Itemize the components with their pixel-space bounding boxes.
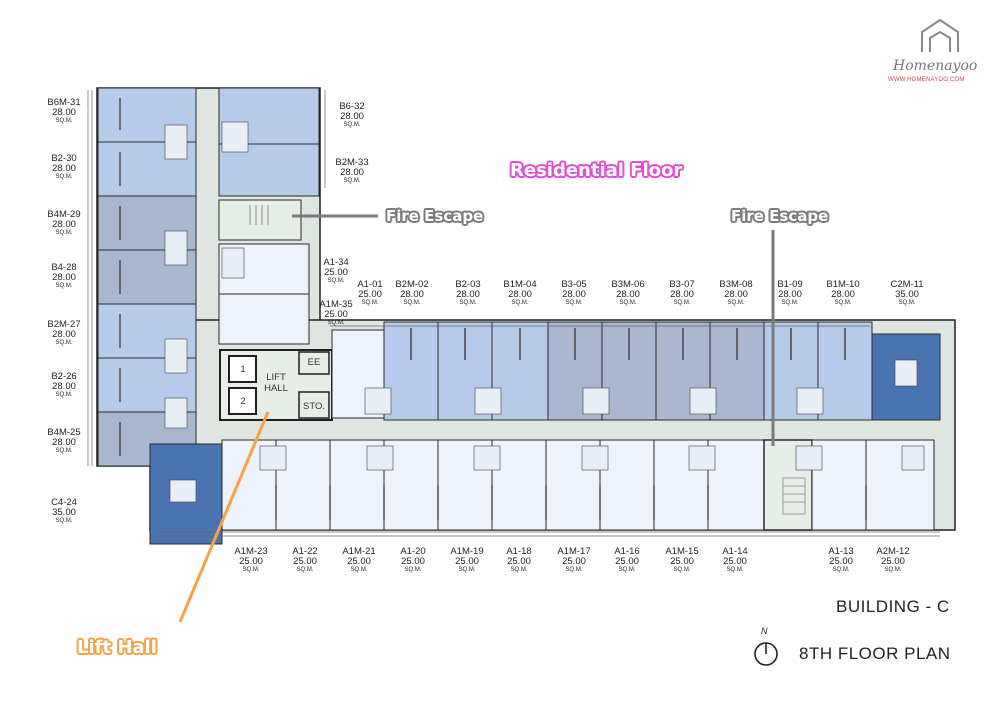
residential-floor-tag: Residential Floor (510, 160, 683, 181)
storage-room-label: STO. (303, 401, 325, 412)
bottom-units (221, 439, 935, 531)
lift-hall-tag: Lift Hall (77, 637, 157, 658)
building-title: BUILDING - C (836, 597, 950, 616)
lift-2-label: 2 (240, 396, 246, 407)
ee-room-label: EE (307, 357, 321, 368)
house-logo-icon (921, 18, 959, 52)
north-label: N (761, 626, 768, 636)
compass-icon (754, 642, 778, 666)
lift-hall-room-label: LIFT HALL (264, 372, 288, 394)
lift-1-label: 1 (240, 364, 246, 375)
leader-lines (178, 214, 775, 623)
left-units (97, 87, 223, 545)
inner-units (218, 87, 320, 345)
balconies (87, 90, 940, 537)
brand-url: WWW.HOMENAYOO.COM (888, 77, 965, 83)
brand-name: Homenayoo (893, 58, 978, 74)
fire-escape-left-tag: Fire Escape (386, 207, 484, 225)
floor-plan-title: 8TH FLOOR PLAN (799, 644, 951, 663)
fire-escape-right-tag: Fire Escape (731, 207, 829, 225)
top-units (331, 321, 941, 421)
lift-core (219, 349, 333, 421)
